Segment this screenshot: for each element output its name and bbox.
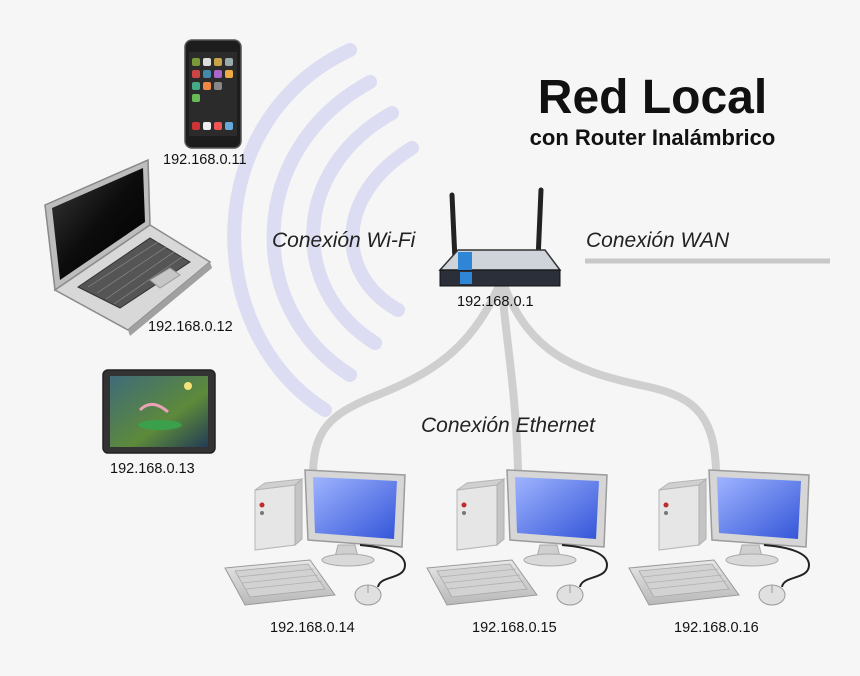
desktop-computer-2 bbox=[426, 469, 608, 606]
tablet bbox=[102, 369, 216, 454]
desktop-computer-1 bbox=[224, 469, 406, 606]
desktop-3-ip: 192.168.0.16 bbox=[674, 620, 759, 636]
wan-connection-label: Conexión WAN bbox=[586, 229, 730, 252]
smartphone-ip: 192.168.0.11 bbox=[163, 152, 247, 168]
laptop bbox=[44, 158, 212, 336]
router-ip: 192.168.0.1 bbox=[457, 294, 534, 310]
desktop-computer-3 bbox=[628, 469, 810, 606]
wifi-waves bbox=[227, 43, 419, 417]
router bbox=[438, 187, 562, 287]
wifi-connection-label: Conexión Wi-Fi bbox=[272, 229, 416, 252]
ethernet-connection-label: Conexión Ethernet bbox=[421, 414, 595, 437]
tablet-ip: 192.168.0.13 bbox=[110, 461, 195, 477]
page-subtitle: con Router Inalámbrico bbox=[529, 125, 776, 150]
smartphone bbox=[184, 39, 242, 149]
page-title: Red Local bbox=[537, 71, 768, 124]
laptop-ip: 192.168.0.12 bbox=[148, 319, 233, 335]
desktop-2-ip: 192.168.0.15 bbox=[472, 620, 557, 636]
ethernet-cables bbox=[309, 284, 720, 474]
desktop-1-ip: 192.168.0.14 bbox=[270, 620, 355, 636]
